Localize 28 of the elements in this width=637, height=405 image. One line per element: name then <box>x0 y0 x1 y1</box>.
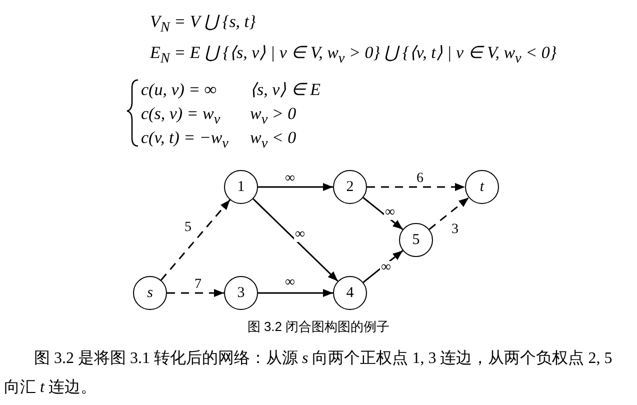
vertex-circle: 4 <box>333 276 367 310</box>
arrow <box>428 197 470 230</box>
paragraph: 图 3.2 是将图 3.1 转化后的网络：从源 s 向两个正权点 1, 3 连边，从两个负权点 2, 5 向汇 t 连边。 <box>4 348 614 398</box>
formula: V$_{N}$ = V ⋃ {s, t} <box>150 12 256 38</box>
edge-label: ∞ <box>294 228 306 242</box>
arrow <box>258 289 333 297</box>
formula: E$_{N}$ = E ⋃ {⟨s, v⟩ | v ∈ V, w$_{v}$ > 0} ⋃ {⟨v, t⟩ | v ∈ V, w$_{v}$ < 0} <box>150 43 557 68</box>
arrow <box>362 197 404 230</box>
arrow <box>167 289 224 297</box>
arrow <box>160 199 230 281</box>
edge-label: ∞ <box>384 206 396 220</box>
arrow <box>367 183 465 191</box>
vertex-circle: 1 <box>224 170 258 204</box>
vertex-circle: 2 <box>333 170 367 204</box>
formula: c(s, v) = w$_{v}$ <box>141 104 220 130</box>
vertex-circle: t <box>465 170 499 204</box>
formula: w$_{v}$ > 0 <box>250 104 296 130</box>
arrow <box>252 198 338 282</box>
vertex-circle: s <box>133 276 167 310</box>
formula: w$_{v}$ < 0 <box>250 128 296 154</box>
formula: ⟨s, v⟩ ∈ E <box>250 80 321 100</box>
arrow <box>258 183 333 191</box>
formula: c(v, t) = −w$_{v}$ <box>141 128 228 154</box>
vertex-circle: 5 <box>399 223 433 257</box>
caption: 图 3.2 闭合图构图的例子 <box>246 318 391 336</box>
formula: c(u, v) = ∞ <box>141 80 217 100</box>
vertex-circle: 3 <box>224 276 258 310</box>
arrow <box>362 250 404 283</box>
